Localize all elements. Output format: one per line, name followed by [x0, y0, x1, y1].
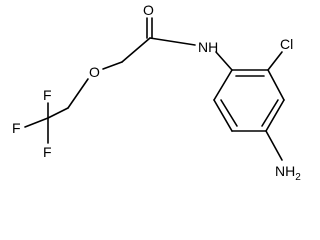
amide-nitrogen-label: NH [198, 39, 218, 55]
ring-nh2-bond [265, 130, 283, 161]
canvas-background [0, 0, 310, 192]
fluorine-top-label: F [43, 87, 52, 103]
amino-subscript: 2 [295, 172, 301, 183]
ring-c6-c1 [213, 69, 233, 101]
carbonyl-oxygen-label: O [143, 2, 154, 18]
amino-group-label: NH2 [275, 163, 301, 183]
o-ch2-bond [67, 78, 89, 109]
chlorine-label: Cl [280, 36, 293, 52]
ch2-o-bond [102, 61, 123, 70]
amino-nh-text: NH [275, 163, 295, 179]
ring-cl-bond [267, 51, 283, 71]
fluorine-left-label: F [12, 120, 21, 136]
c-ch2-bond [121, 37, 151, 63]
ring-c3-c4-inner [261, 99, 279, 127]
ring-c5-c6 [213, 99, 233, 132]
final-bonds [24, 17, 285, 161]
ring-c5-c6-inner [220, 99, 238, 127]
ether-oxygen-label: O [89, 64, 100, 80]
fluorine-bottom-label: F [43, 144, 52, 160]
n-ring-bond [215, 51, 233, 71]
c-n-bond [149, 37, 196, 46]
chemical-structure-diagram: O NH Cl O F F F NH2 [0, 0, 310, 192]
ring-c2-c3 [267, 69, 285, 101]
ring-c3-c4 [265, 99, 285, 132]
atom-labels: O NH Cl O F F F NH2 [12, 2, 301, 183]
ch2-cf3-bond [47, 107, 69, 119]
cf3-f-left [24, 117, 49, 128]
